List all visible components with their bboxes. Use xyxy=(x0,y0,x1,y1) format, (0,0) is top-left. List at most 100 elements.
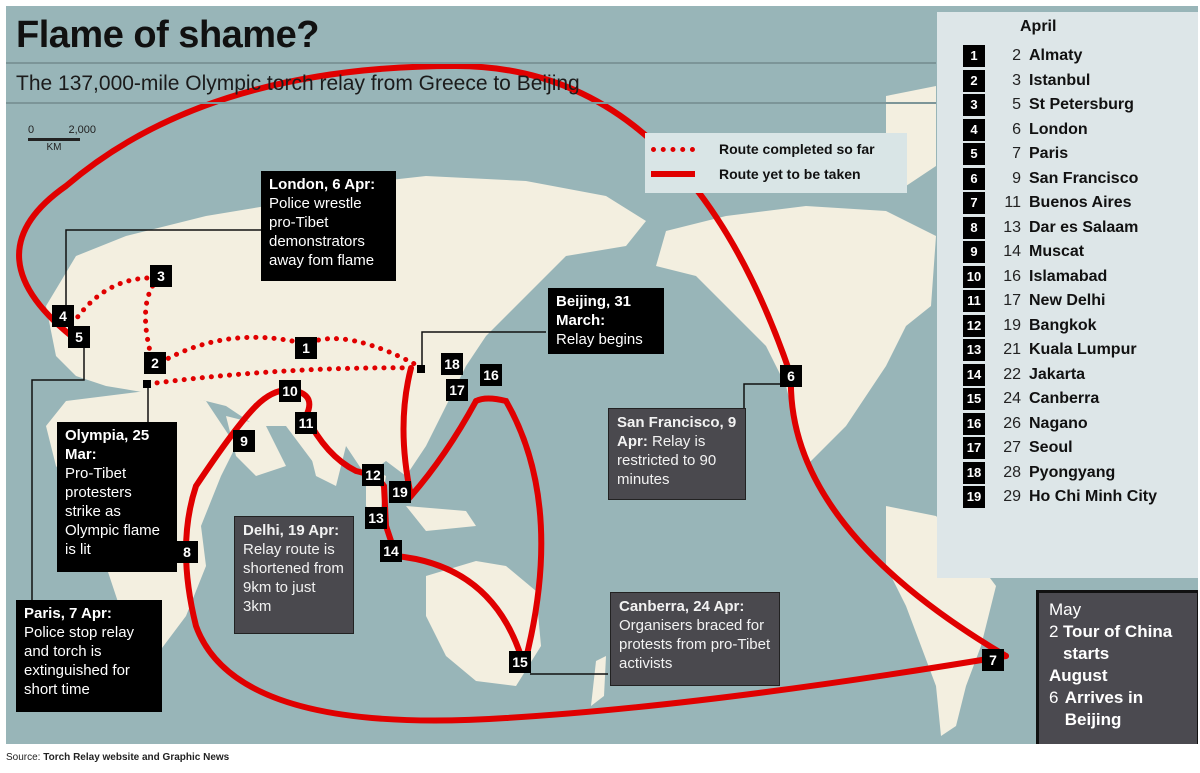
callout-body: Police wrestle pro-Tibet demonstrators a… xyxy=(269,195,375,269)
map-marker: 18 xyxy=(441,353,463,375)
stop-number-badge: 3 xyxy=(963,94,985,116)
callout-heading: San Francisco, 9 Apr: xyxy=(617,414,737,450)
map-marker: 7 xyxy=(982,649,1004,671)
subtitle-divider xyxy=(6,102,936,104)
callout-body: Relay begins xyxy=(556,331,643,348)
map-marker: 13 xyxy=(365,507,387,529)
dotted-line-icon xyxy=(651,146,695,152)
map-frame: Flame of shame? The 137,000-mile Olympic… xyxy=(6,6,1198,744)
stop-day: 16 xyxy=(1003,267,1021,285)
world-map xyxy=(16,62,1009,736)
stop-city: Jakarta xyxy=(1029,365,1086,383)
scale-line xyxy=(28,138,80,141)
map-marker: 14 xyxy=(380,540,402,562)
future-month-august: August xyxy=(1049,666,1108,685)
stop-day: 5 xyxy=(1012,96,1021,113)
map-marker: 17 xyxy=(446,379,468,401)
stop-city: Istanbul xyxy=(1029,71,1091,89)
legend-pending: Route yet to be taken xyxy=(651,166,861,182)
stop-city: Buenos Aires xyxy=(1029,194,1132,211)
future-event-tour: 2 Tour of China starts xyxy=(1049,621,1187,665)
callout-heading: Paris, 7 Apr: xyxy=(24,605,112,622)
stop-number-badge: 6 xyxy=(963,167,985,190)
stop-number-badge: 17 xyxy=(963,437,985,459)
future-event-arrival: 6 Arrives in Beijing xyxy=(1049,687,1187,731)
stop-day: 3 xyxy=(1012,71,1021,89)
stop-day: 9 xyxy=(1012,169,1021,187)
callout-heading: Canberra, 24 Apr: xyxy=(619,598,745,615)
callout-body: Relay route is shortened from 9km to jus… xyxy=(243,541,344,615)
legend-pending-label: Route yet to be taken xyxy=(719,166,861,182)
callout-san-francisco: San Francisco, 9 Apr: Relay is restricte… xyxy=(608,408,746,500)
map-marker: 6 xyxy=(780,365,802,387)
map-marker: 16 xyxy=(480,364,502,386)
future-day: 6 xyxy=(1049,688,1059,707)
scale-end: 2,000 xyxy=(68,124,96,136)
stop-number-badge: 16 xyxy=(963,412,985,435)
future-month-may: May xyxy=(1049,600,1082,619)
source-label: Source: xyxy=(6,752,41,763)
scale-start: 0 xyxy=(28,124,35,136)
stop-number-badge: 19 xyxy=(963,486,985,508)
stop-day: 28 xyxy=(1003,463,1021,481)
callout-delhi: Delhi, 19 Apr: Relay route is shortened … xyxy=(234,516,354,634)
callout-heading: London, 6 Apr: xyxy=(269,176,376,193)
map-marker: 2 xyxy=(144,352,166,374)
callout-olympia: Olympia, 25 Mar: Pro-Tibet protesters st… xyxy=(57,422,177,572)
map-marker: 1 xyxy=(295,337,317,359)
callout-heading: Delhi, 19 Apr: xyxy=(243,522,340,539)
callout-body: Relay is restricted to 90 minutes xyxy=(617,433,717,488)
schedule-month: April xyxy=(1020,18,1057,35)
stop-number-badge: 1 xyxy=(963,45,985,67)
callout-london: London, 6 Apr: Police wrestle pro-Tibet … xyxy=(261,171,396,281)
stop-city: London xyxy=(1029,120,1088,138)
solid-line-icon xyxy=(651,171,695,177)
stop-day: 13 xyxy=(1003,218,1021,236)
callout-heading: Olympia, 25 Mar: xyxy=(65,427,150,463)
callout-paris: Paris, 7 Apr: Police stop relay and torc… xyxy=(16,600,162,712)
schedule-item: 3 5 St Petersburg xyxy=(963,93,1134,117)
source-text: Torch Relay website and Graphic News xyxy=(43,752,230,763)
route-legend: Route completed so far Route yet to be t… xyxy=(645,133,907,193)
callout-heading: Beijing, 31 March: xyxy=(556,293,632,329)
stop-number-badge: 15 xyxy=(963,388,985,410)
title-divider xyxy=(6,62,936,64)
stop-day: 11 xyxy=(1004,194,1021,211)
stop-number-badge: 11 xyxy=(963,290,985,312)
callout-canberra: Canberra, 24 Apr: Organisers braced for … xyxy=(610,592,780,686)
stop-day: 19 xyxy=(1003,316,1021,334)
stop-number-badge: 9 xyxy=(963,241,985,263)
stop-city: San Francisco xyxy=(1029,169,1139,187)
stop-number-badge: 13 xyxy=(963,339,985,361)
callout-beijing: Beijing, 31 March: Relay begins xyxy=(548,288,664,354)
stop-number-badge: 5 xyxy=(963,143,985,165)
stop-day: 2 xyxy=(1012,47,1021,64)
future-events-box: May 2 Tour of China starts August 6 Arri… xyxy=(1036,590,1198,744)
map-marker: 15 xyxy=(509,651,531,673)
source-credit: Source: Torch Relay website and Graphic … xyxy=(6,752,229,763)
page-subtitle: The 137,000-mile Olympic torch relay fro… xyxy=(16,72,580,95)
stop-day: 26 xyxy=(1003,414,1021,432)
stop-number-badge: 18 xyxy=(963,461,985,484)
stop-city: St Petersburg xyxy=(1029,96,1134,113)
callout-body: Pro-Tibet protesters strike as Olympic f… xyxy=(65,465,161,558)
stop-city: Dar es Salaam xyxy=(1029,218,1139,236)
stop-city: Canberra xyxy=(1029,390,1100,407)
stop-city: Muscat xyxy=(1029,243,1085,260)
map-marker: 12 xyxy=(362,464,384,486)
stop-day: 29 xyxy=(1003,488,1021,505)
stop-day: 17 xyxy=(1003,292,1021,309)
